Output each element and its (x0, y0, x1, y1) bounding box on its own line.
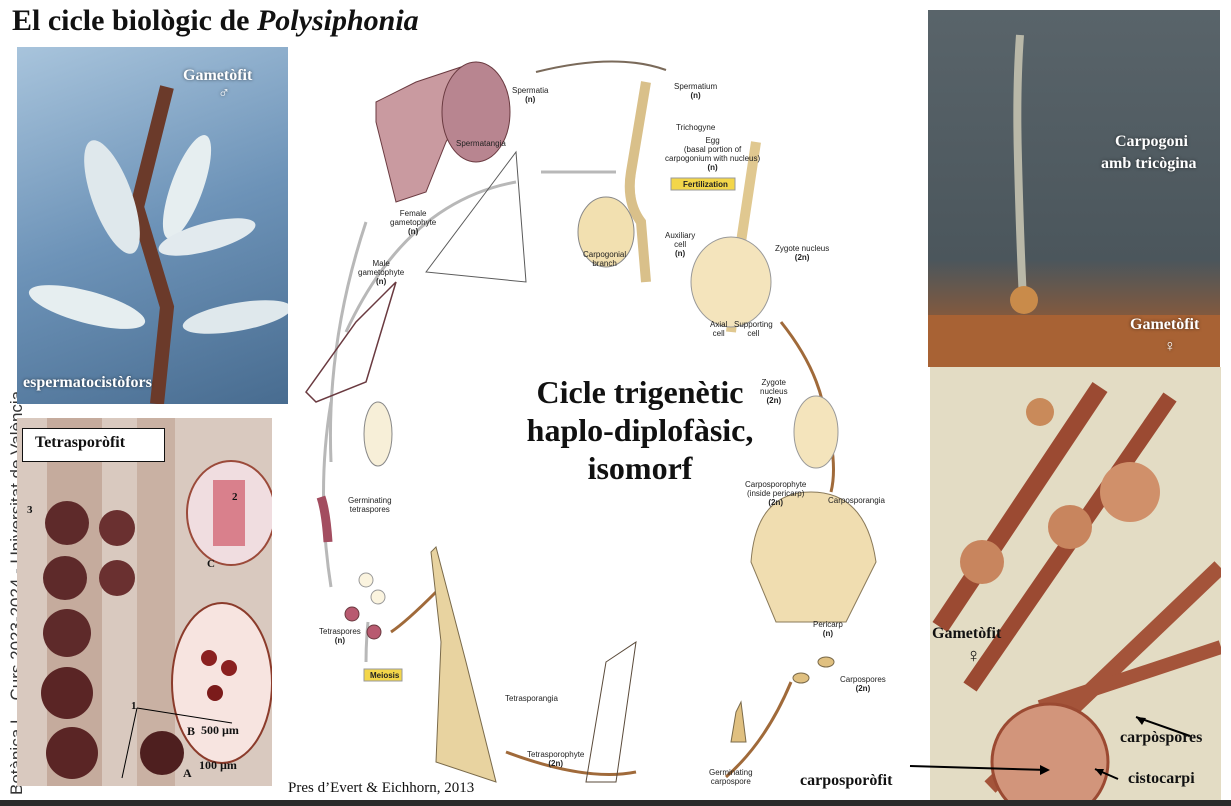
label-espermatocistofors: espermatocistòfors (23, 374, 152, 391)
tetraspore-germling (316, 495, 333, 543)
label-amb-tricogina: amb tricògina (1101, 155, 1197, 172)
label-carposporangia: Carposporangia (828, 496, 885, 505)
arrow-spermatia (535, 60, 667, 73)
tetraspore-1 (358, 572, 374, 588)
credit-text: Pres d’Evert & Eichhorn, 2013 (288, 780, 475, 796)
label-1: 1 (131, 700, 137, 712)
germinating-carpospore-illustration (730, 700, 747, 743)
male-gametophyte-illustration (28, 85, 288, 404)
tetrasporophyte-illustration (41, 418, 272, 786)
label-carpospores: Carpospores(2n) (840, 675, 886, 693)
photo-cystocarp: Gametòfit ♀ carpòspores cistocarpi (930, 367, 1221, 800)
photo-carpogonium: Carpogoni amb tricògina Gametòfit ♀ (928, 10, 1220, 367)
slide-title: El cicle biològic de Polysiphonia (12, 4, 419, 37)
carposporophyte-illustration (750, 491, 877, 623)
label-carposporophyte: Carposporophyte(inside pericarp)(2n) (745, 480, 807, 507)
carpospore-1 (817, 656, 835, 668)
scale-100: 100 µm (199, 758, 237, 772)
arrow-to-gametophyte (322, 401, 333, 588)
carpogonium-illustration (928, 34, 1220, 367)
scale-500: 500 µm (201, 723, 239, 737)
female-gametophyte-illustration (425, 150, 527, 283)
arrow-female-side (344, 180, 517, 333)
male-gametophyte-illustration (305, 281, 397, 403)
life-cycle-diagram (305, 60, 877, 783)
cycle-description: Cicle trigenètic haplo-diplofàsic, isomo… (470, 374, 810, 487)
bottom-bar (0, 800, 1231, 806)
label-C: C (207, 558, 215, 570)
label-spermatangia: Spermatangia (456, 139, 506, 148)
zygote-cluster (690, 236, 772, 328)
zygote-2-illustration (793, 395, 839, 469)
arrow-tetrasporophyte (505, 750, 637, 776)
label-B: B (187, 724, 196, 738)
label-tetrasporophyte: Tetrasporophyte(2n) (527, 750, 585, 768)
label-tetrasporangia: Tetrasporangia (505, 694, 558, 703)
female-symbol-top: ♀ (1164, 338, 1176, 355)
arrow-to-male (328, 221, 368, 463)
label-zygote-nucleus: Zygote nucleus(2n) (775, 244, 830, 262)
label-gametofit-female-top: Gametòfit (1130, 316, 1200, 333)
label-spermatia: Spermatia(n) (512, 86, 549, 104)
tetraspore-2 (370, 589, 386, 605)
label-carposporofit: carposporòfit (800, 772, 893, 789)
label-trichogyne: Trichogyne (676, 123, 716, 132)
label-3: 3 (27, 504, 33, 516)
label-tetraspores: Tetraspores(n) (319, 627, 361, 645)
photo-arrows (1094, 716, 1191, 780)
tetraspore-3 (344, 606, 360, 622)
label-meiosis: Meiosis (370, 671, 400, 680)
photo-male-gametophyte: Gametòfit ♂ espermatocistòfors (17, 47, 288, 404)
cycle-line-3: isomorf (587, 449, 693, 486)
label-gametofit-male: Gametòfit (183, 67, 253, 84)
photo-tetrasporophyte: Tetrasporòfit 3 2 C 1 B 500 µm A 100 µm (17, 418, 272, 786)
arrow-meiosis (390, 590, 438, 634)
cystocarp-illustration (932, 382, 1221, 800)
tetraspore-4 (366, 624, 382, 640)
tetrasporophyte-illustration (585, 640, 637, 783)
label-A: A (183, 766, 192, 780)
male-symbol: ♂ (218, 85, 230, 102)
label-cistocarpi: cistocarpi (1128, 770, 1195, 787)
title-genus: Polysiphonia (256, 4, 419, 37)
tetrasporangia-illustration (430, 546, 497, 783)
label-fertilization: Fertilization (683, 180, 728, 189)
carpogonial-branch-illustration (577, 196, 635, 268)
label-pericarp: Pericarp(n) (813, 620, 843, 638)
arrow-tetraspores (364, 621, 370, 663)
spermatangia-cluster (441, 61, 511, 163)
carpospore-2 (792, 672, 810, 684)
carpogonium-illustration (624, 81, 651, 283)
label-2: 2 (232, 491, 238, 503)
label-tetrasporofit: Tetrasporòfit (35, 434, 126, 451)
cycle-line-1: Cicle trigenètic (536, 374, 744, 410)
meiosis-box (363, 668, 403, 682)
germinating-tetraspore (363, 401, 393, 467)
tetrasporofit-label-box (22, 428, 165, 462)
label-gametofit-female-bottom: Gametòfit (932, 625, 1002, 642)
arrow-carpospore (725, 681, 793, 779)
fertilization-box (670, 177, 736, 191)
carposporofit-arrow (909, 765, 1050, 775)
label-spermatium: Spermatium(n) (674, 82, 718, 100)
female-symbol-bottom: ♀ (966, 645, 981, 667)
label-carpogoni: Carpogoni (1115, 133, 1188, 150)
cycle-line-2: haplo-diplofàsic, (526, 411, 754, 448)
